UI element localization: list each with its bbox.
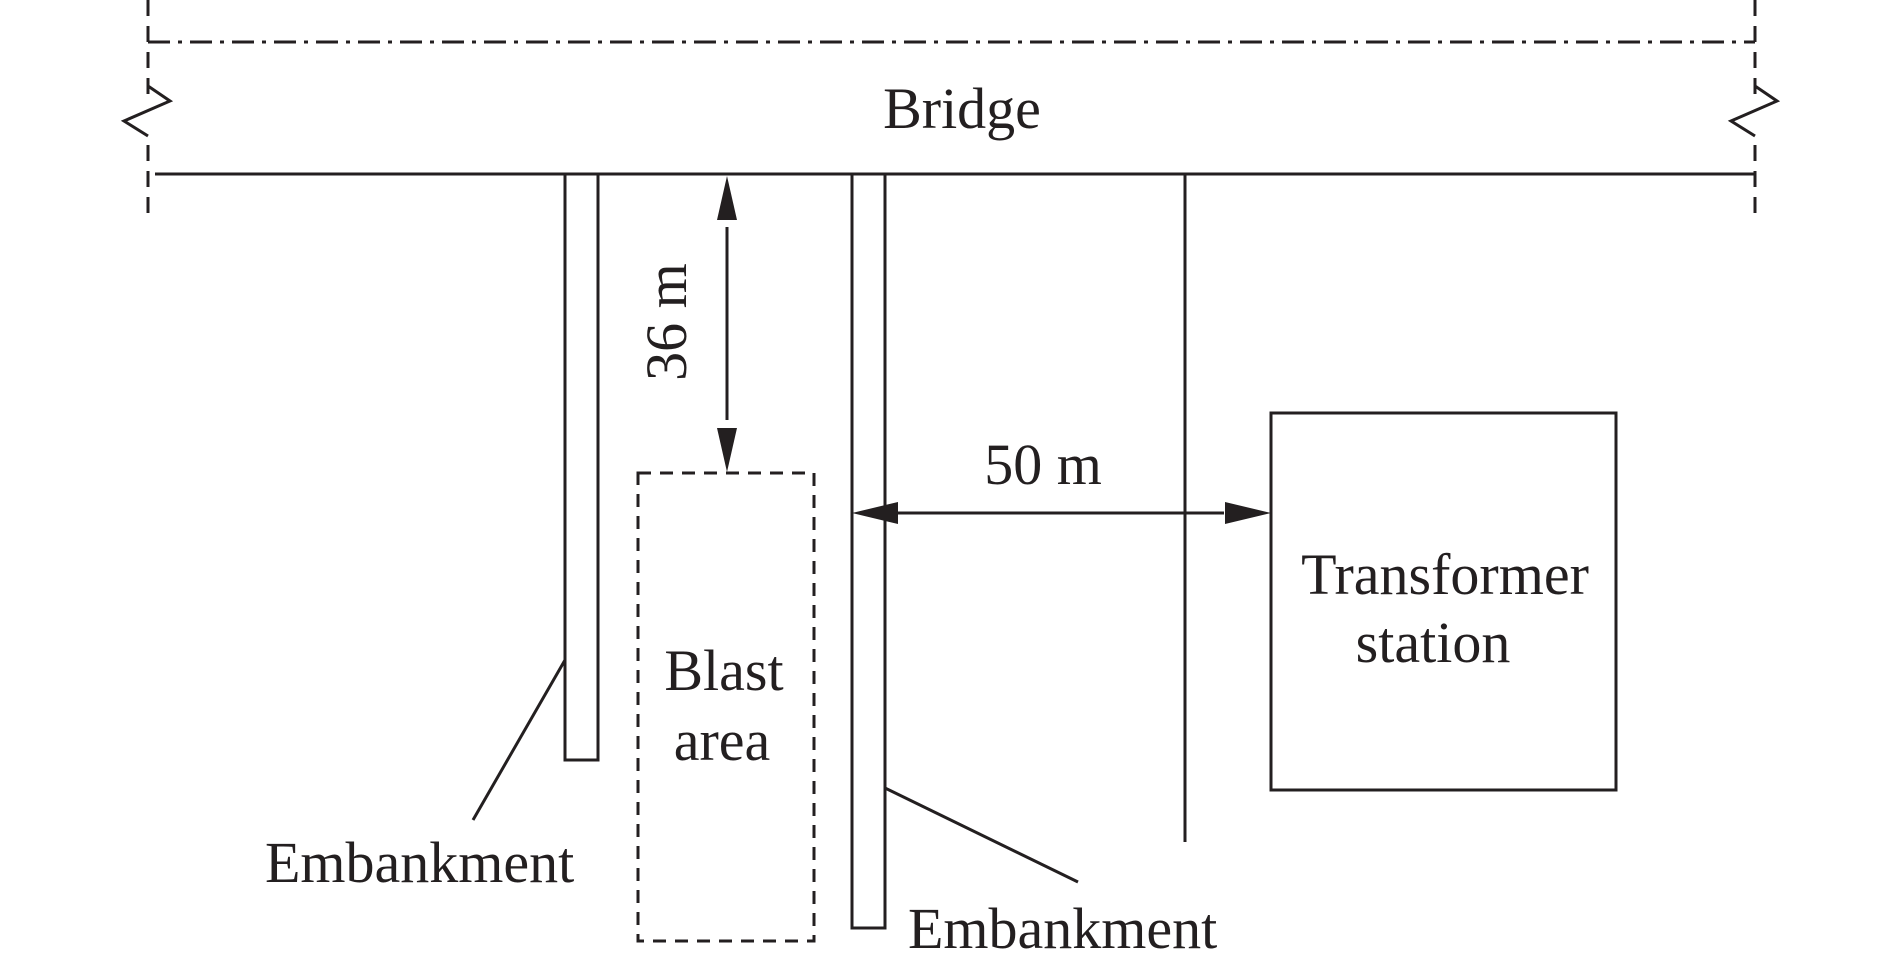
arrowhead-36m-bottom [717,428,737,472]
arrowhead-50m-right [1225,502,1271,524]
bridge-left-break-symbol [120,84,174,138]
bridge-right-break-symbol [1727,84,1781,138]
dimension-label-50m: 50 m [984,432,1102,497]
arrowhead-36m-top [717,176,737,220]
dimension-label-36m: 36 m [634,263,699,381]
blast-area-label-line2: area [674,708,771,773]
arrowhead-50m-left [852,502,898,524]
bridge-label: Bridge [883,76,1041,141]
embankment-left-leader [471,659,567,821]
transformer-station-box [1269,411,1618,792]
blast-area-boundary [636,471,816,943]
embankment-left [563,172,600,762]
transformer-station-label-line2: station [1356,610,1511,675]
embankment-right [850,172,887,930]
blast-area-label-line1: Blast [664,638,783,703]
embankment-right-leader [884,786,1079,884]
embankment-left-label: Embankment [265,830,574,895]
embankment-right-label: Embankment [908,896,1217,961]
transformer-station-label-line1: Transformer [1301,542,1589,607]
